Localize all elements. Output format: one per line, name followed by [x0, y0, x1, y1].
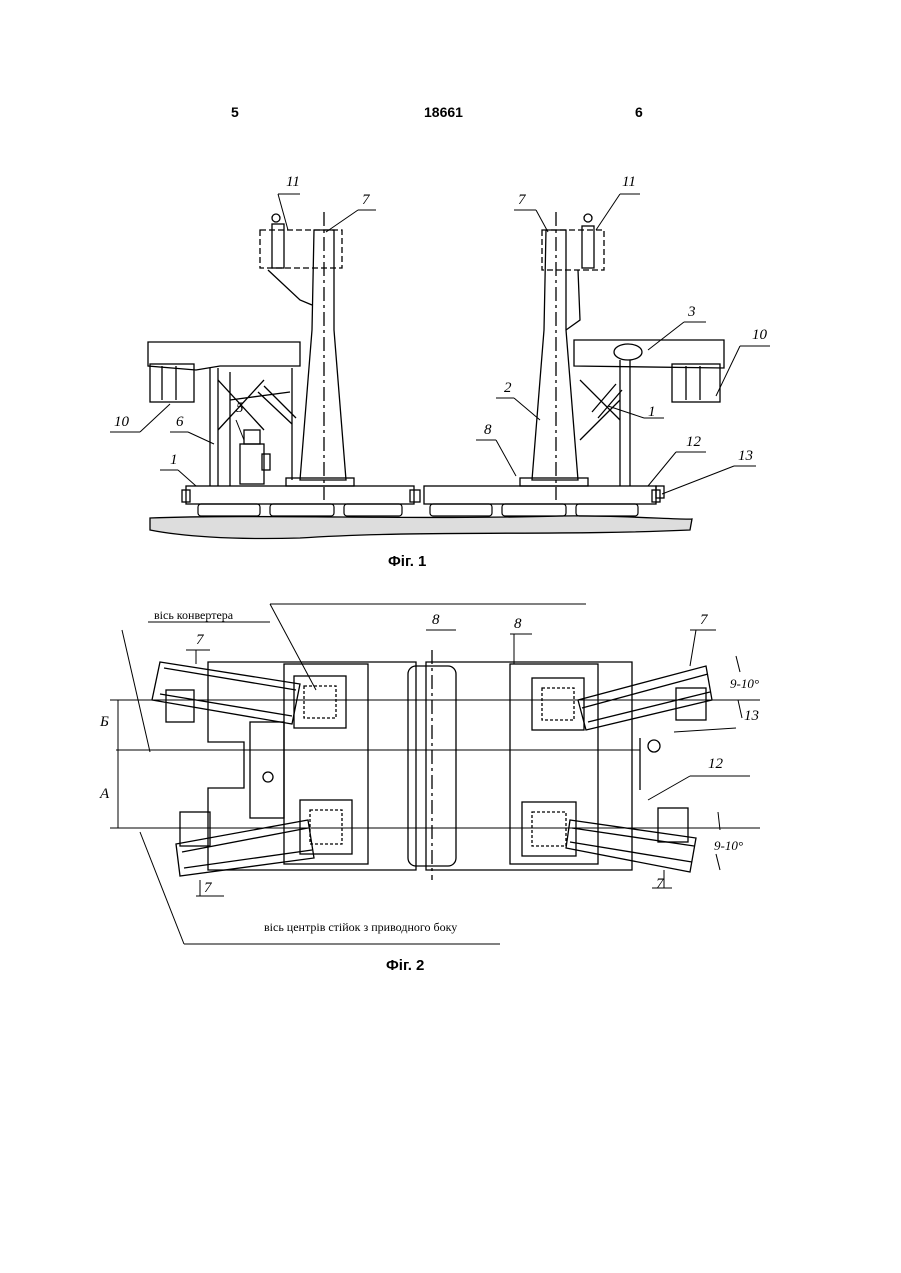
label-7-top-left: 7 — [196, 632, 204, 649]
label-8-right: 8 — [514, 616, 522, 633]
label-7-bottom-right: 7 — [656, 876, 664, 893]
angle-bottom-label: 9-10° — [714, 838, 743, 854]
dimension-B: Б — [100, 714, 109, 731]
angle-top-label: 9-10° — [730, 676, 759, 692]
boom-left-upper — [152, 662, 346, 728]
figure-2-caption: Фіг. 2 — [386, 957, 424, 974]
label-8-center: 8 — [432, 612, 440, 629]
base-left — [208, 662, 416, 870]
label-13-fig2: 13 — [744, 708, 759, 725]
label-7-top-right: 7 — [700, 612, 708, 629]
label-7-bottom-left: 7 — [204, 880, 212, 897]
label-12-fig2: 12 — [708, 756, 723, 773]
boom-right-upper — [532, 666, 712, 730]
boom-right-lower — [522, 802, 696, 872]
axis-converter-label: вісь конвертера — [154, 608, 233, 623]
axis-centers-label: вісь центрів стійок з приводного боку — [264, 920, 457, 935]
dimension-A: А — [100, 786, 109, 803]
